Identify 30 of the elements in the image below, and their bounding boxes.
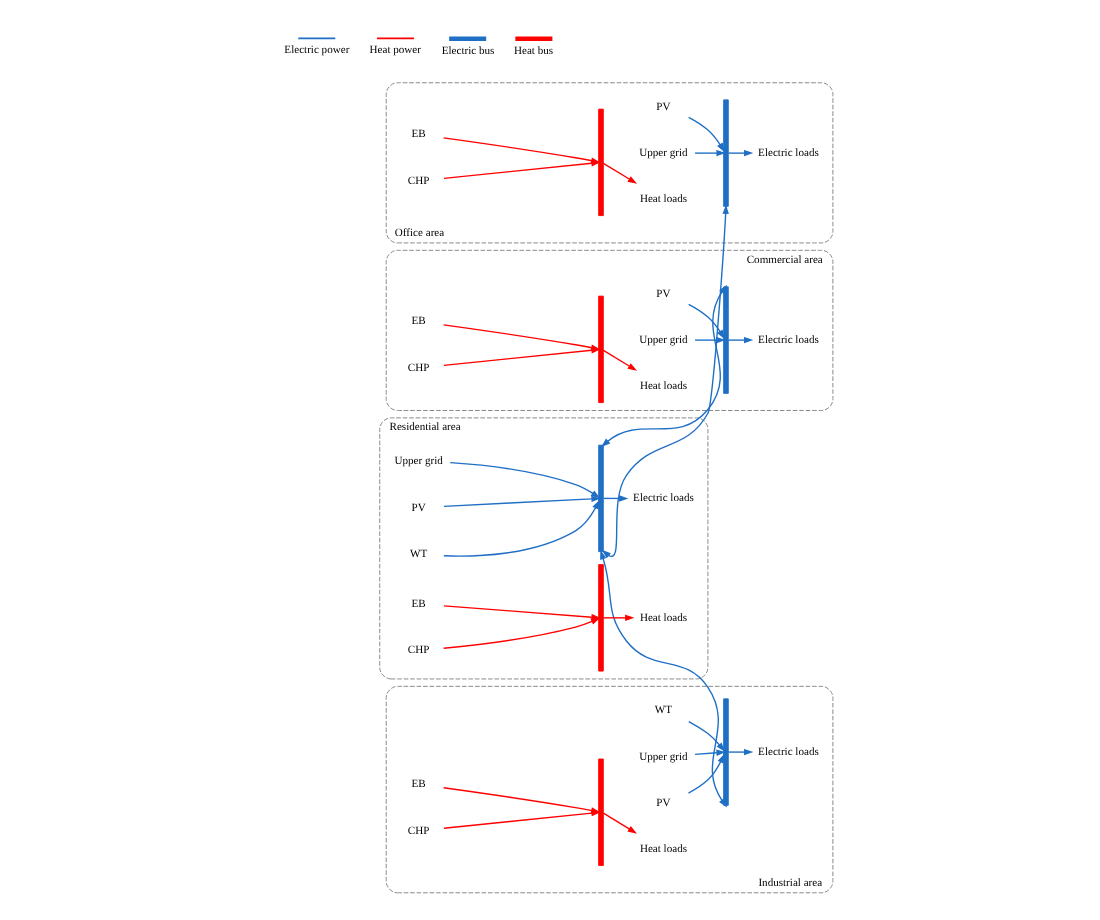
- node-bar: [722, 286, 728, 394]
- arrow: [693, 749, 725, 756]
- arrow: [686, 116, 724, 153]
- node-bar: [722, 99, 728, 207]
- arrow: [687, 720, 724, 752]
- arrow: [686, 753, 724, 794]
- arrow: [726, 149, 753, 157]
- node-bar: [597, 108, 603, 217]
- arrow: [601, 349, 636, 371]
- arrow: [442, 495, 600, 508]
- arrow: [686, 303, 724, 340]
- arrow: [442, 499, 599, 557]
- arrow: [693, 149, 725, 157]
- node-bar: [597, 564, 603, 672]
- arrow: [601, 614, 634, 622]
- arrow: [442, 160, 600, 180]
- arrow: [599, 550, 727, 808]
- arrow: [726, 336, 753, 344]
- arrow: [601, 812, 636, 834]
- node-bar: [597, 758, 603, 866]
- arrow: [441, 617, 600, 649]
- arrow: [726, 748, 753, 756]
- arrow: [448, 461, 600, 499]
- node-bar: [722, 698, 728, 806]
- node-bar: [597, 444, 603, 553]
- arrow: [601, 162, 636, 184]
- arrow: [600, 284, 727, 448]
- arrow: [442, 347, 600, 367]
- node-bar: [597, 295, 603, 404]
- arrow: [693, 336, 725, 344]
